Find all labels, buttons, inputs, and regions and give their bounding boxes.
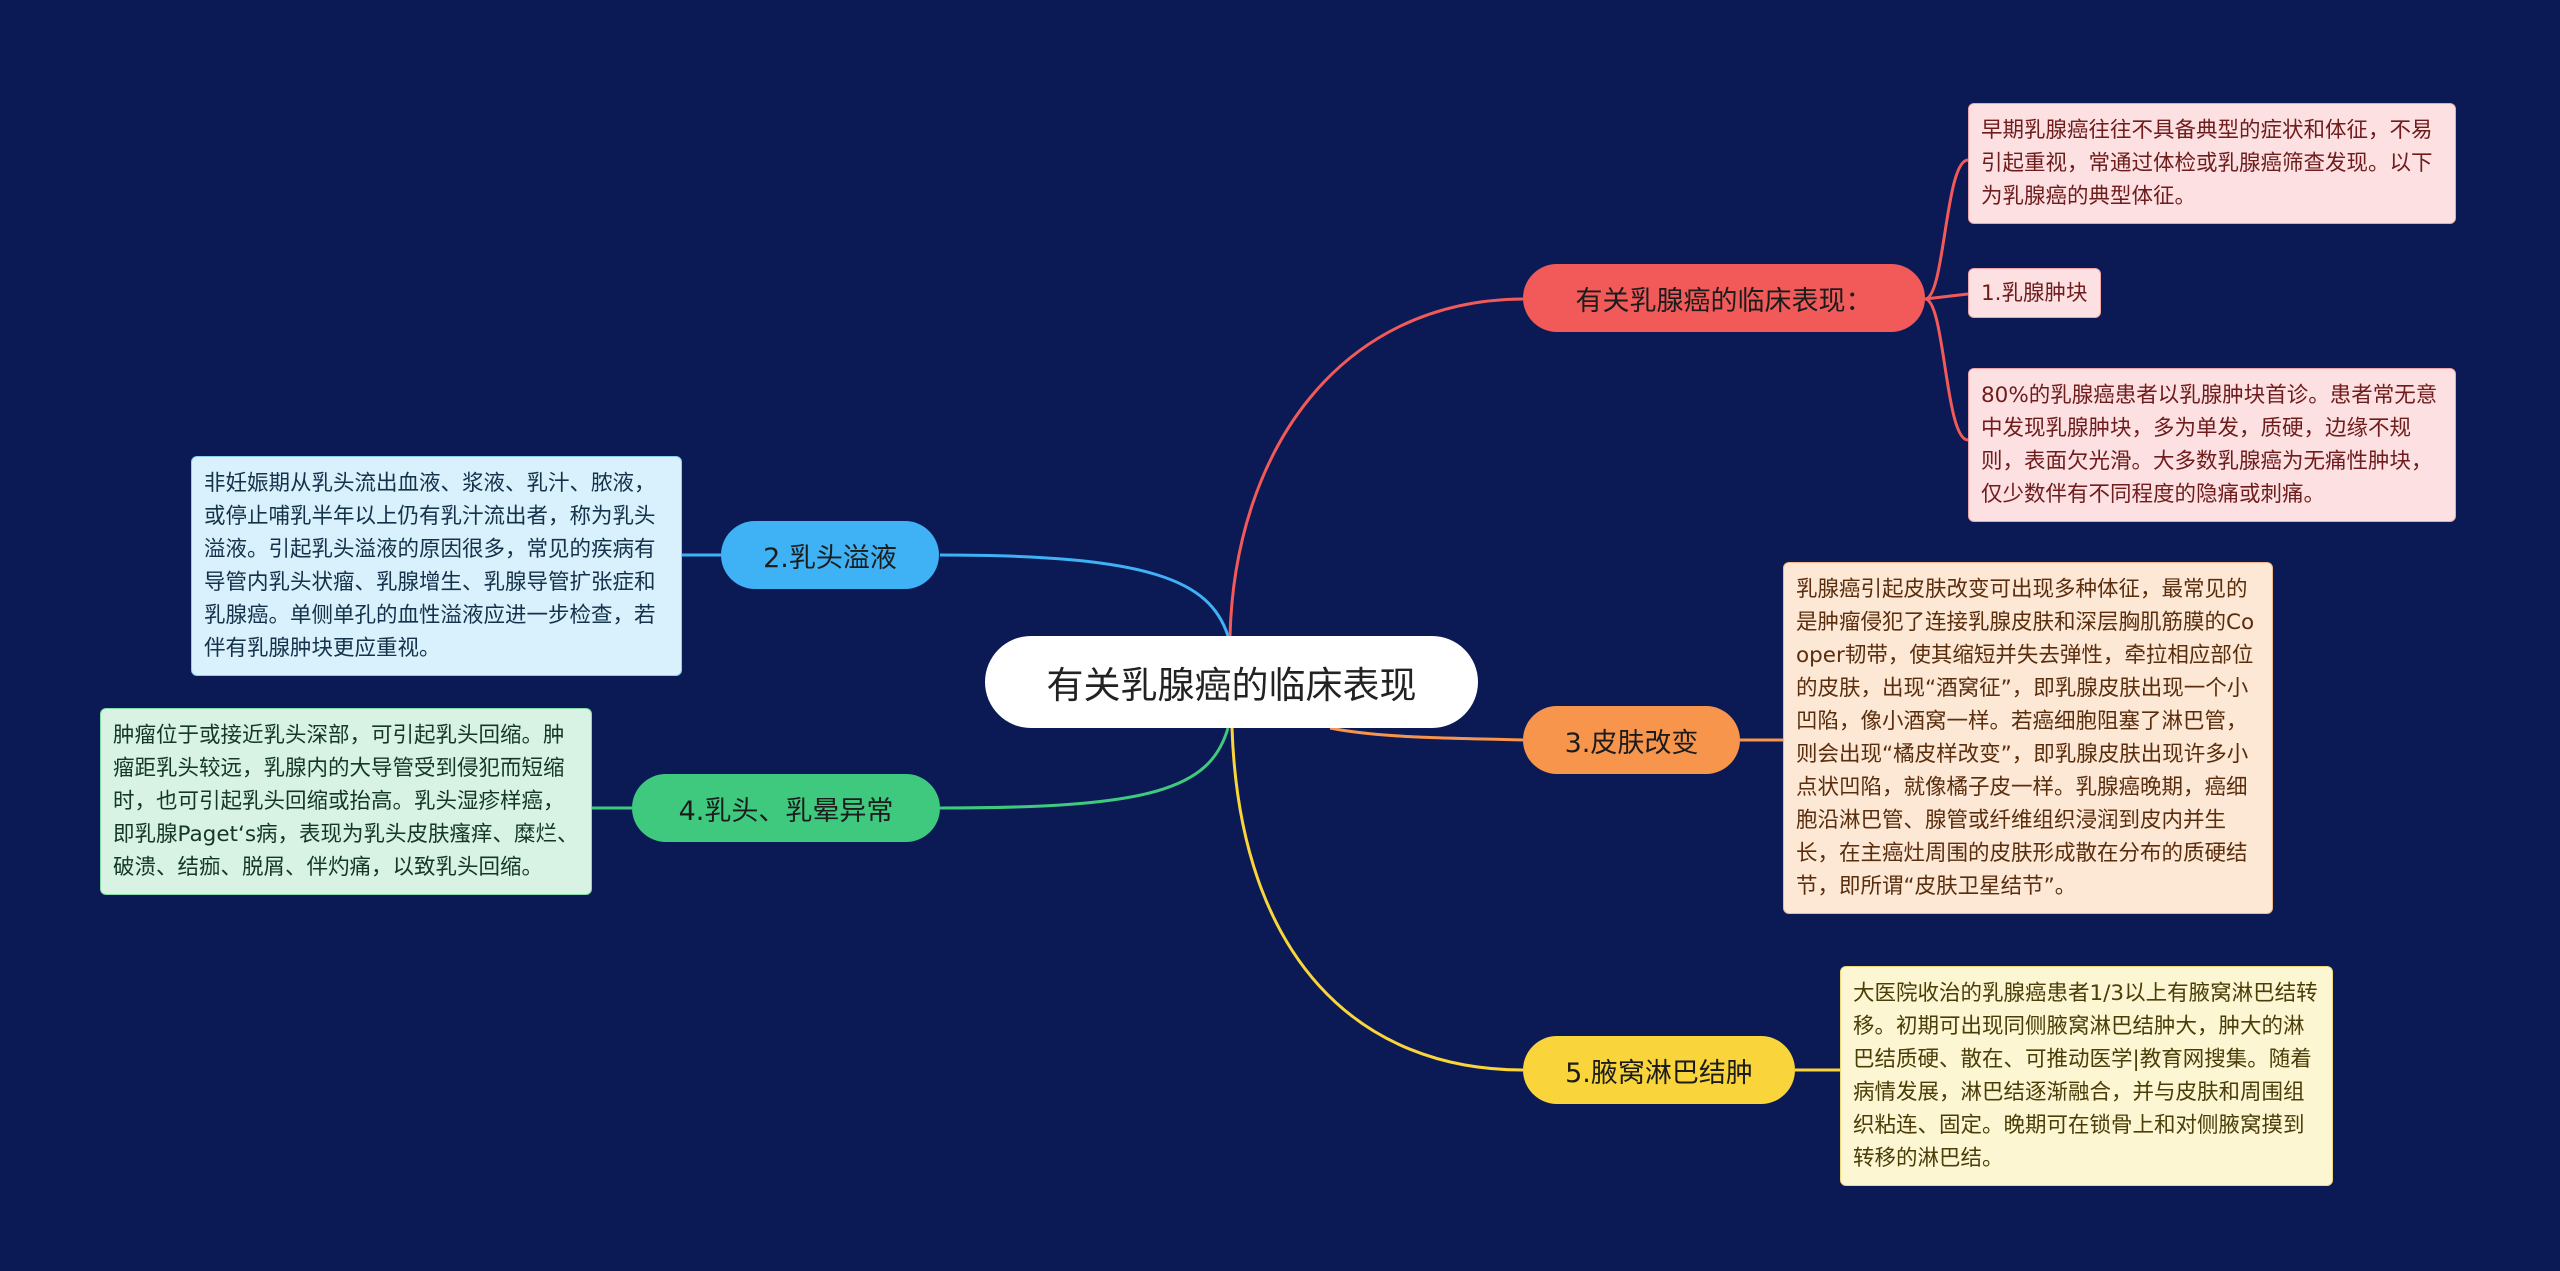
root-topic[interactable]: 有关乳腺癌的临床表现 bbox=[985, 636, 1478, 728]
branch-skin-changes[interactable]: 3.皮肤改变 bbox=[1523, 706, 1740, 774]
nipple-discharge-note: 非妊娠期从乳头流出血液、浆液、乳汁、脓液，或停止哺乳半年以上仍有乳汁流出者，称为… bbox=[191, 456, 682, 676]
branch-intro[interactable]: 有关乳腺癌的临床表现： bbox=[1523, 264, 1925, 332]
branch-nipple-areola[interactable]: 4.乳头、乳晕异常 bbox=[632, 774, 940, 842]
link-root-skin bbox=[1329, 726, 1524, 742]
link-root-nipple-areola bbox=[939, 727, 1230, 810]
link-root-nipple-discharge bbox=[939, 553, 1230, 637]
intro-chip-breast-mass: 1.乳腺肿块 bbox=[1968, 268, 2101, 318]
link-root-intro bbox=[1228, 297, 1524, 637]
axillary-lymph-note: 大医院收治的乳腺癌患者1/3以上有腋窝淋巴结转移。初期可出现同侧腋窝淋巴结肿大，… bbox=[1840, 966, 2333, 1186]
link-intro-note1 bbox=[1924, 158, 1969, 301]
link-intro-chip bbox=[1924, 292, 1969, 301]
link-root-lymph bbox=[1230, 727, 1524, 1072]
nipple-areola-note: 肿瘤位于或接近乳头深部，可引起乳头回缩。肿瘤距乳头较远，乳腺内的大导管受到侵犯而… bbox=[100, 708, 592, 895]
intro-note-early-signs: 早期乳腺癌往往不具备典型的症状和体征，不易引起重视，常通过体检或乳腺癌筛查发现。… bbox=[1968, 103, 2456, 224]
intro-note-breast-mass: 80%的乳腺癌患者以乳腺肿块首诊。患者常无意中发现乳腺肿块，多为单发，质硬，边缘… bbox=[1968, 368, 2456, 522]
link-intro-note2 bbox=[1924, 297, 1969, 442]
branch-axillary-lymph[interactable]: 5.腋窝淋巴结肿 bbox=[1523, 1036, 1795, 1104]
skin-changes-note: 乳腺癌引起皮肤改变可出现多种体征，最常见的是肿瘤侵犯了连接乳腺皮肤和深层胸肌筋膜… bbox=[1783, 562, 2273, 914]
branch-nipple-discharge[interactable]: 2.乳头溢液 bbox=[721, 521, 939, 589]
